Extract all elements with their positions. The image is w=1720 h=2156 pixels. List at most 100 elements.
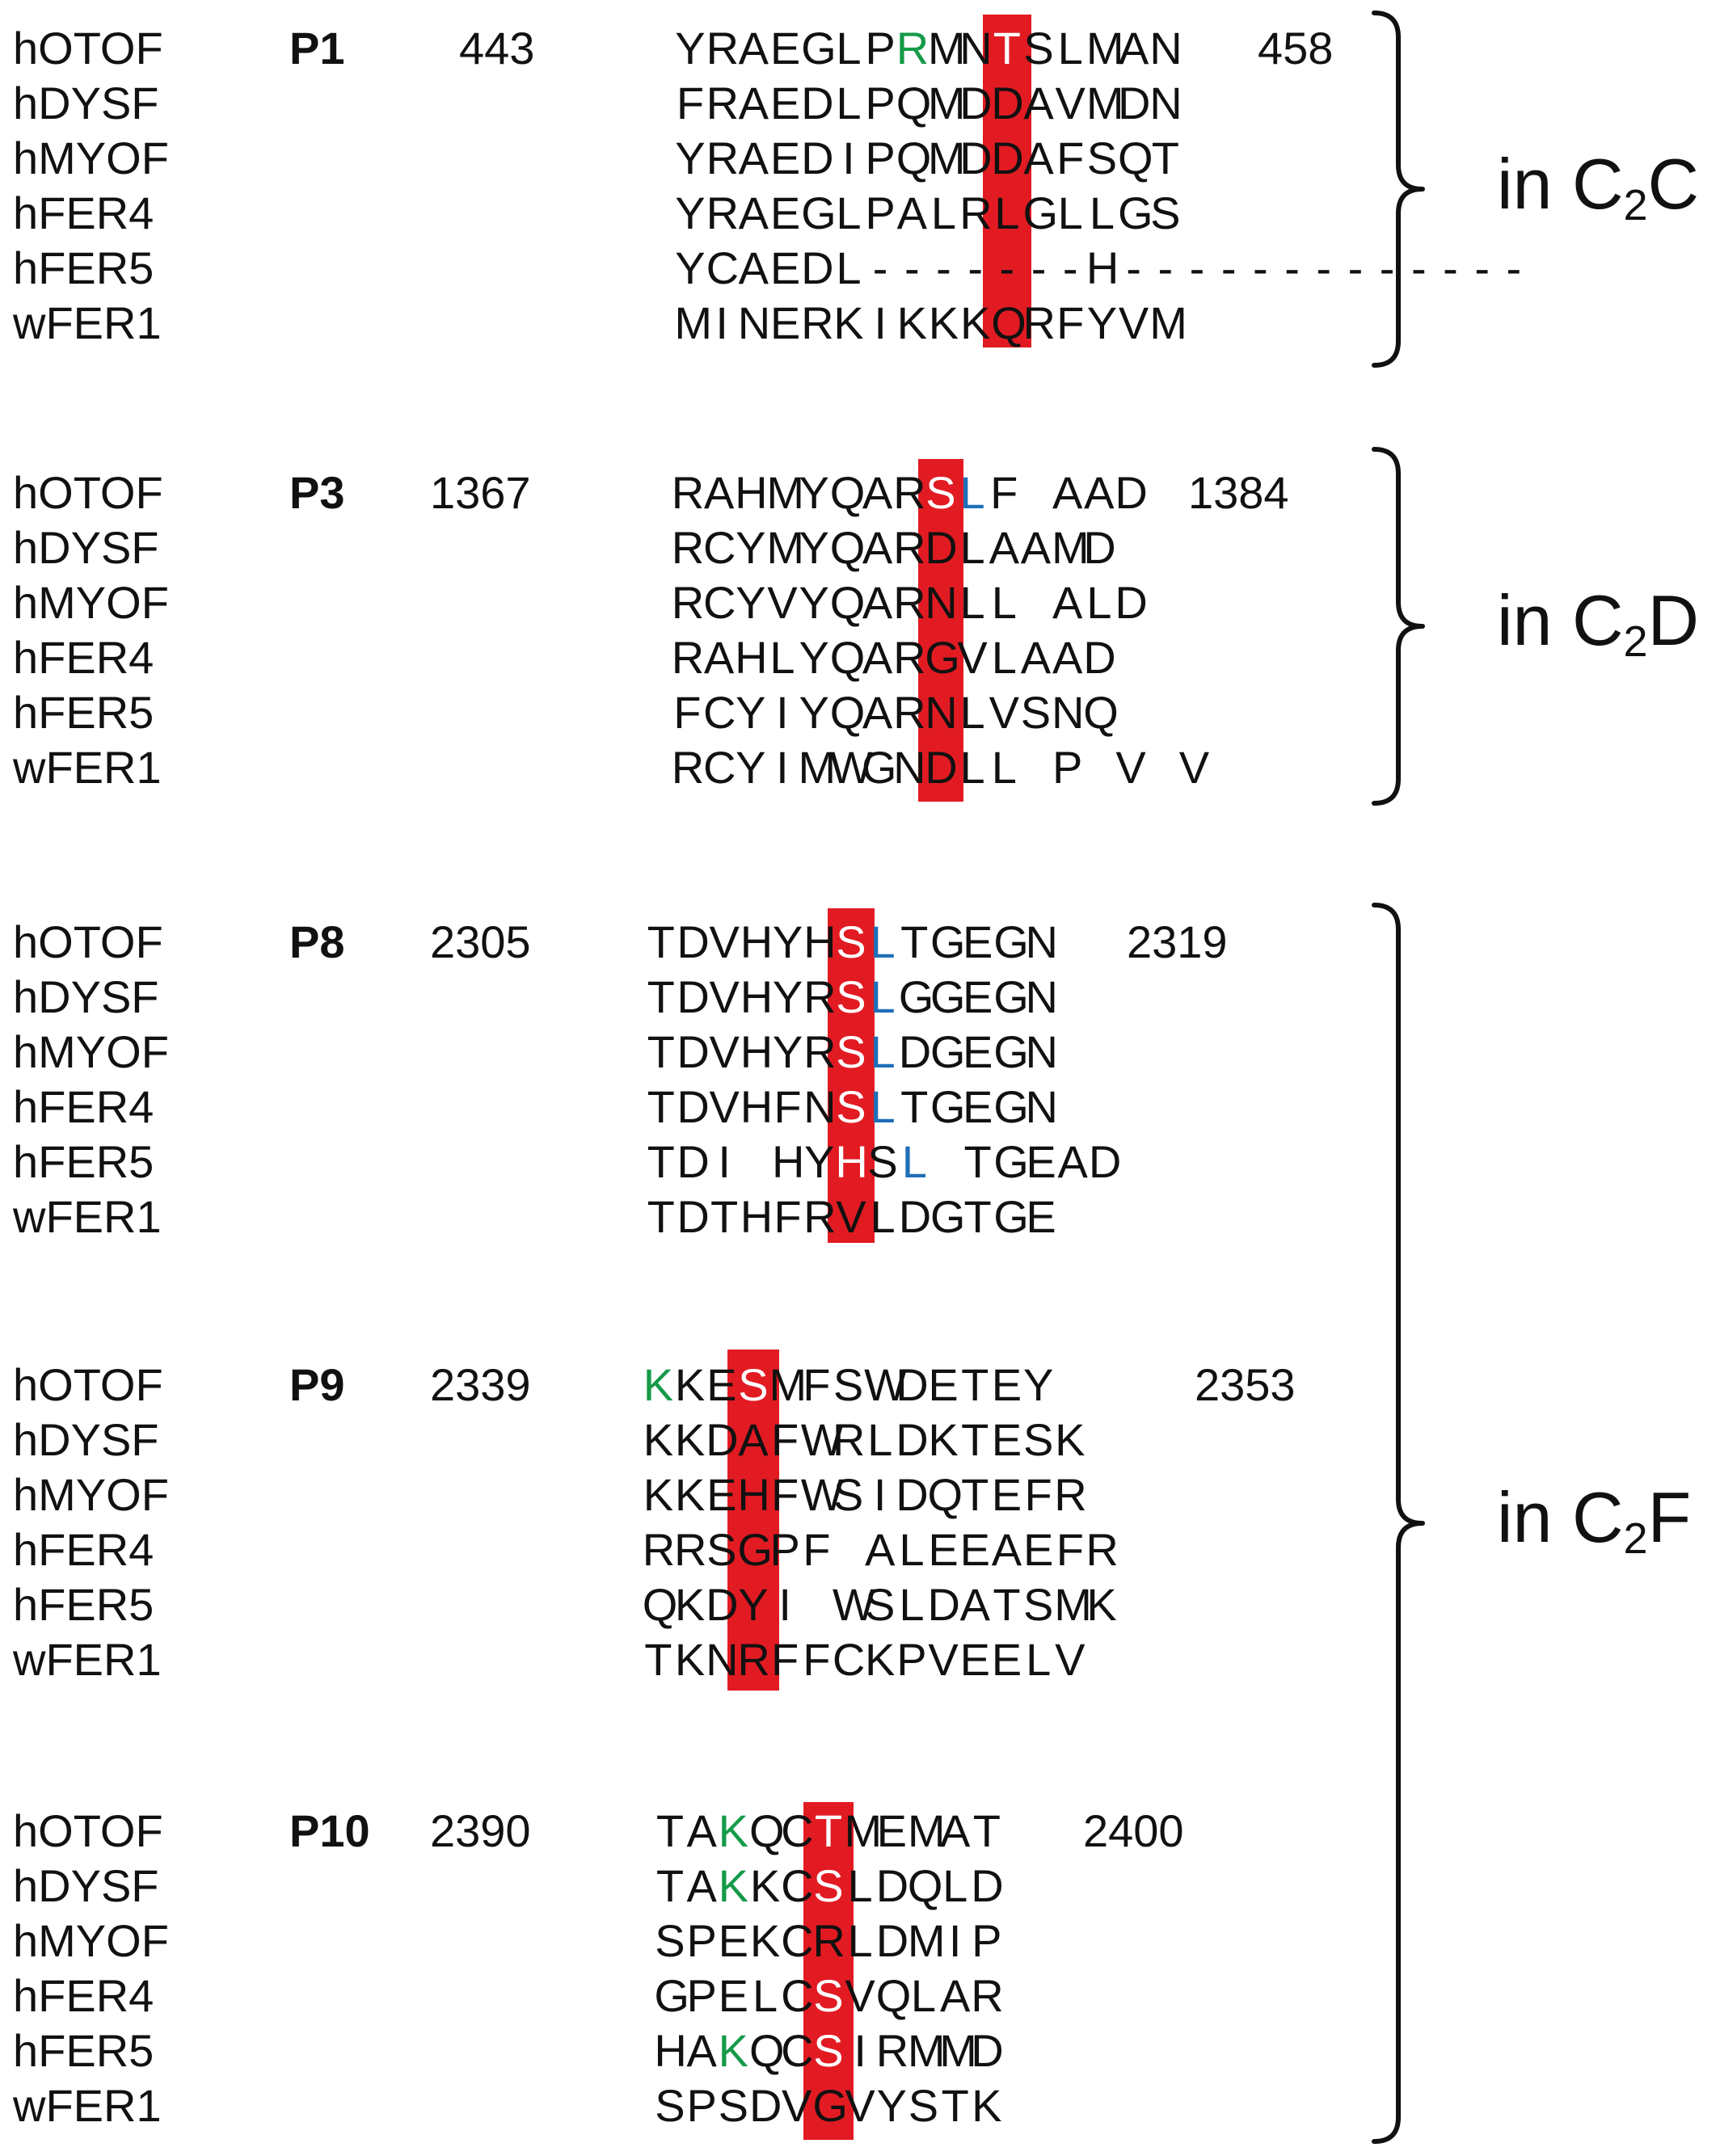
residue: G (812, 2080, 848, 2131)
residue: D (925, 742, 958, 793)
species-label: hMYOF (13, 133, 169, 183)
residue: A (862, 522, 893, 573)
residue: G (898, 971, 934, 1022)
residue: V (782, 2080, 812, 2131)
residue: P (865, 187, 896, 238)
residue: E (991, 1469, 1022, 1520)
residue: M (1052, 522, 1090, 573)
residue: N (1025, 916, 1058, 967)
domain-prefix: in C (1497, 144, 1624, 224)
residue: D (801, 78, 834, 128)
end-position: 458 (1258, 23, 1334, 74)
species-label: hFER5 (13, 687, 154, 738)
residue: D (1115, 577, 1148, 628)
residue: S (706, 1524, 737, 1575)
species-label: hFER5 (13, 1579, 154, 1630)
residue: S (655, 2080, 685, 2131)
residue: L (1057, 23, 1083, 74)
residue: G (993, 1191, 1029, 1242)
start-position: 443 (459, 23, 535, 74)
residue: I (776, 687, 789, 738)
residue: M (907, 2025, 946, 2076)
residue: F (771, 1414, 799, 1465)
residue: N (737, 297, 771, 348)
residue: L (752, 1970, 778, 2021)
residue: A (862, 632, 893, 683)
residue: Q (927, 1469, 963, 1520)
residue: N (1025, 1026, 1058, 1077)
residue: N (1149, 78, 1182, 128)
residue: L (870, 916, 896, 967)
residue: S (836, 1081, 866, 1132)
residue: N (959, 23, 993, 74)
residue: R (959, 187, 993, 238)
residue: K (896, 297, 927, 348)
residue: L (847, 1915, 873, 1966)
residue: I (776, 742, 789, 793)
residue: I (874, 297, 887, 348)
residue: H (735, 632, 768, 683)
residue: - (1031, 242, 1047, 293)
domain-prefix: in C (1497, 580, 1624, 660)
residue: M (1149, 297, 1187, 348)
species-label: hMYOF (13, 1026, 169, 1077)
residue: Q (875, 1970, 912, 2021)
residue: W (800, 1414, 844, 1465)
species-label: hMYOF (13, 577, 169, 628)
residue: T (647, 916, 675, 967)
residue: M (927, 133, 966, 183)
residue: K (674, 1469, 706, 1520)
residue: A (1020, 632, 1052, 683)
residue: R (893, 467, 926, 518)
residue: A (1020, 522, 1052, 573)
residue: - (1474, 242, 1490, 293)
residue: - (904, 242, 920, 293)
residue: G (993, 1026, 1029, 1077)
residue: D (927, 1579, 960, 1630)
residue: N (925, 687, 958, 738)
residue: A (896, 187, 927, 238)
residue: P (686, 1970, 717, 2021)
residue: L (769, 632, 795, 683)
residue: H (835, 1136, 868, 1187)
residue: N (893, 742, 926, 793)
residue: A (939, 1970, 971, 2021)
residue: A (862, 687, 893, 738)
peptide-label: P9 (289, 1359, 345, 1410)
residue: S (813, 1970, 844, 2021)
residue: D (1088, 1136, 1122, 1187)
residue: - (872, 242, 888, 293)
residue: L (867, 1414, 893, 1465)
residue: L (836, 242, 862, 293)
residue: T (814, 1805, 843, 1856)
residue: - (1157, 242, 1174, 293)
residue: L (870, 1026, 896, 1077)
residue: N (706, 1634, 739, 1685)
residue: M (674, 297, 713, 348)
highlight-column (727, 1350, 779, 1691)
residue: L (899, 1579, 925, 1630)
residue (1020, 742, 1052, 794)
residue: D (898, 1191, 932, 1242)
residue: V (709, 1026, 740, 1077)
residue: A (686, 1805, 717, 1856)
residue: W (800, 1469, 844, 1520)
species-label: hFER4 (13, 1524, 154, 1575)
residue: T (972, 1805, 1001, 1856)
residue: - (1062, 242, 1078, 293)
residue: S (655, 1915, 685, 1966)
residue: A (1023, 78, 1054, 128)
residue: Y (675, 187, 706, 238)
residue: K (928, 297, 959, 348)
residue: H (735, 467, 768, 518)
residue: G (930, 1081, 966, 1132)
species-label: wFER1 (13, 297, 162, 348)
residue: S (836, 916, 866, 967)
